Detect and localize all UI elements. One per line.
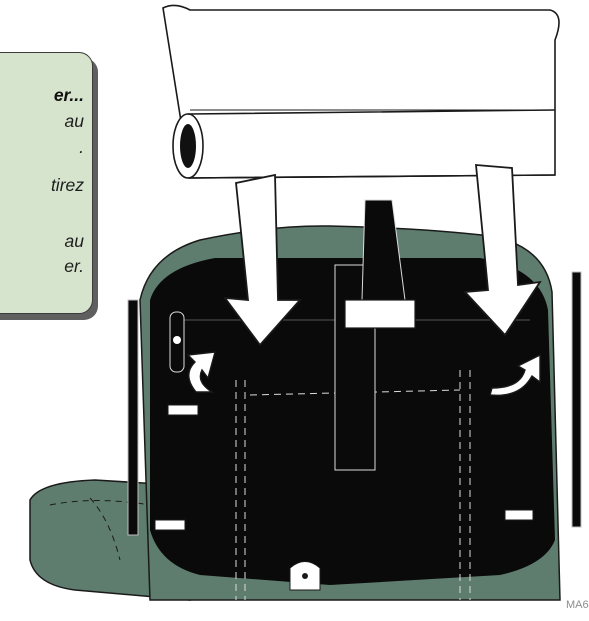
callout-text-line: au [65, 233, 84, 251]
callout-text-line: tirez [51, 177, 84, 195]
instruction-callout: er... au . tirez au er. [0, 52, 93, 314]
rolled-cover [163, 5, 559, 178]
callout-title: er... [54, 87, 84, 105]
callout-text-line: au [65, 113, 84, 131]
seat-rod [170, 312, 184, 372]
callout-text-line: . [79, 139, 84, 157]
figure-code-label: MA6426 [566, 599, 589, 611]
callout-text-line: er. [64, 258, 84, 276]
